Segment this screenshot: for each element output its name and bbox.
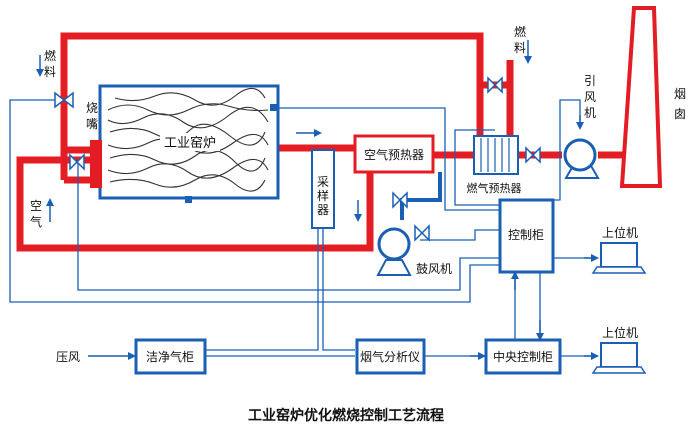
flame-strokes — [107, 87, 269, 192]
fan-char-2: 机 — [584, 106, 596, 120]
fan-char-1: 风 — [584, 90, 596, 104]
kiln: 工业窑炉 — [98, 84, 280, 203]
fan-char-0: 引 — [584, 74, 596, 88]
hot-air-return-line — [16, 156, 374, 252]
sampler-char-0: 采 — [317, 175, 329, 189]
fuel-right-char-0: 燃 — [514, 24, 526, 39]
air-preheater-label: 空气预热器 — [364, 147, 424, 162]
blower-label: 鼓风机 — [416, 262, 452, 276]
valve-blower-a — [392, 191, 408, 209]
host-computer-top: 上位机 — [591, 225, 647, 274]
diagram-title: 工业窑炉优化燃烧控制工艺流程 — [248, 407, 444, 424]
chimney: 烟 囱 — [619, 6, 686, 188]
flue-preheater-label: 燃气预热器 — [467, 181, 522, 195]
central-cabinet: 中央控制柜 — [484, 338, 562, 375]
air-char-1: 气 — [30, 214, 42, 229]
flow-arrows — [36, 40, 599, 360]
host-computer-bottom: 上位机 — [591, 325, 647, 374]
gas-analyzer-label: 烟气分析仪 — [360, 349, 420, 364]
burner-char-0: 烧 — [86, 101, 98, 115]
kiln-label-bg — [160, 133, 220, 151]
chimney-char-0: 烟 — [674, 87, 686, 101]
gas-analyzer: 烟气分析仪 — [355, 338, 426, 375]
burner-char-1: 嘴 — [86, 117, 98, 131]
blower-air-line — [400, 172, 442, 220]
fuel-left-char-1: 料 — [44, 65, 56, 79]
fuel-left-char-0: 燃 — [44, 48, 56, 63]
induced-fan: 引 风 机 — [563, 74, 600, 179]
valve-burner — [69, 153, 85, 171]
air-char-0: 空 — [30, 199, 42, 213]
signal-blower — [420, 229, 500, 241]
air-lines — [400, 172, 442, 220]
valve-fan — [525, 146, 541, 164]
signal-left-loop — [9, 99, 500, 303]
air-preheater: 空气预热器 — [353, 134, 435, 174]
flue-preheater: 燃气预热器 — [467, 135, 522, 195]
fuel-right-char-1: 料 — [514, 41, 526, 55]
signal-purify-up — [205, 228, 319, 351]
valve-fuel-left — [54, 91, 74, 109]
signal-kiln-probe — [276, 107, 500, 211]
chimney-char-1: 囱 — [674, 107, 686, 121]
press-air-label: 压风 — [56, 350, 80, 364]
signal-sampler-analyzer — [322, 228, 355, 351]
valves — [54, 76, 541, 242]
signal-burner-loop — [77, 160, 500, 291]
host-bottom-label: 上位机 — [602, 325, 638, 340]
control-cabinet: 控制柜 — [498, 198, 555, 274]
valve-blower-b — [414, 224, 430, 242]
signal-fuel-preheater — [454, 129, 500, 206]
sampler-char-1: 样 — [317, 188, 329, 203]
kiln-probe — [270, 104, 278, 111]
control-cabinet-label: 控制柜 — [508, 228, 544, 242]
central-cabinet-label: 中央控制柜 — [493, 349, 553, 364]
purify-cabinet-label: 洁净气柜 — [146, 349, 194, 364]
sampler: 采 样 器 — [311, 149, 335, 229]
purify-cabinet: 洁净气柜 — [134, 338, 207, 375]
signal-fan — [553, 99, 581, 201]
kiln-bottom-probe — [185, 196, 192, 203]
valve-fuel-right — [487, 76, 503, 94]
burner-block — [90, 140, 102, 188]
host-top-label: 上位机 — [602, 225, 638, 240]
blower: 鼓风机 — [376, 227, 452, 276]
sampler-char-2: 器 — [317, 203, 329, 217]
kiln-label: 工业窑炉 — [164, 135, 216, 151]
